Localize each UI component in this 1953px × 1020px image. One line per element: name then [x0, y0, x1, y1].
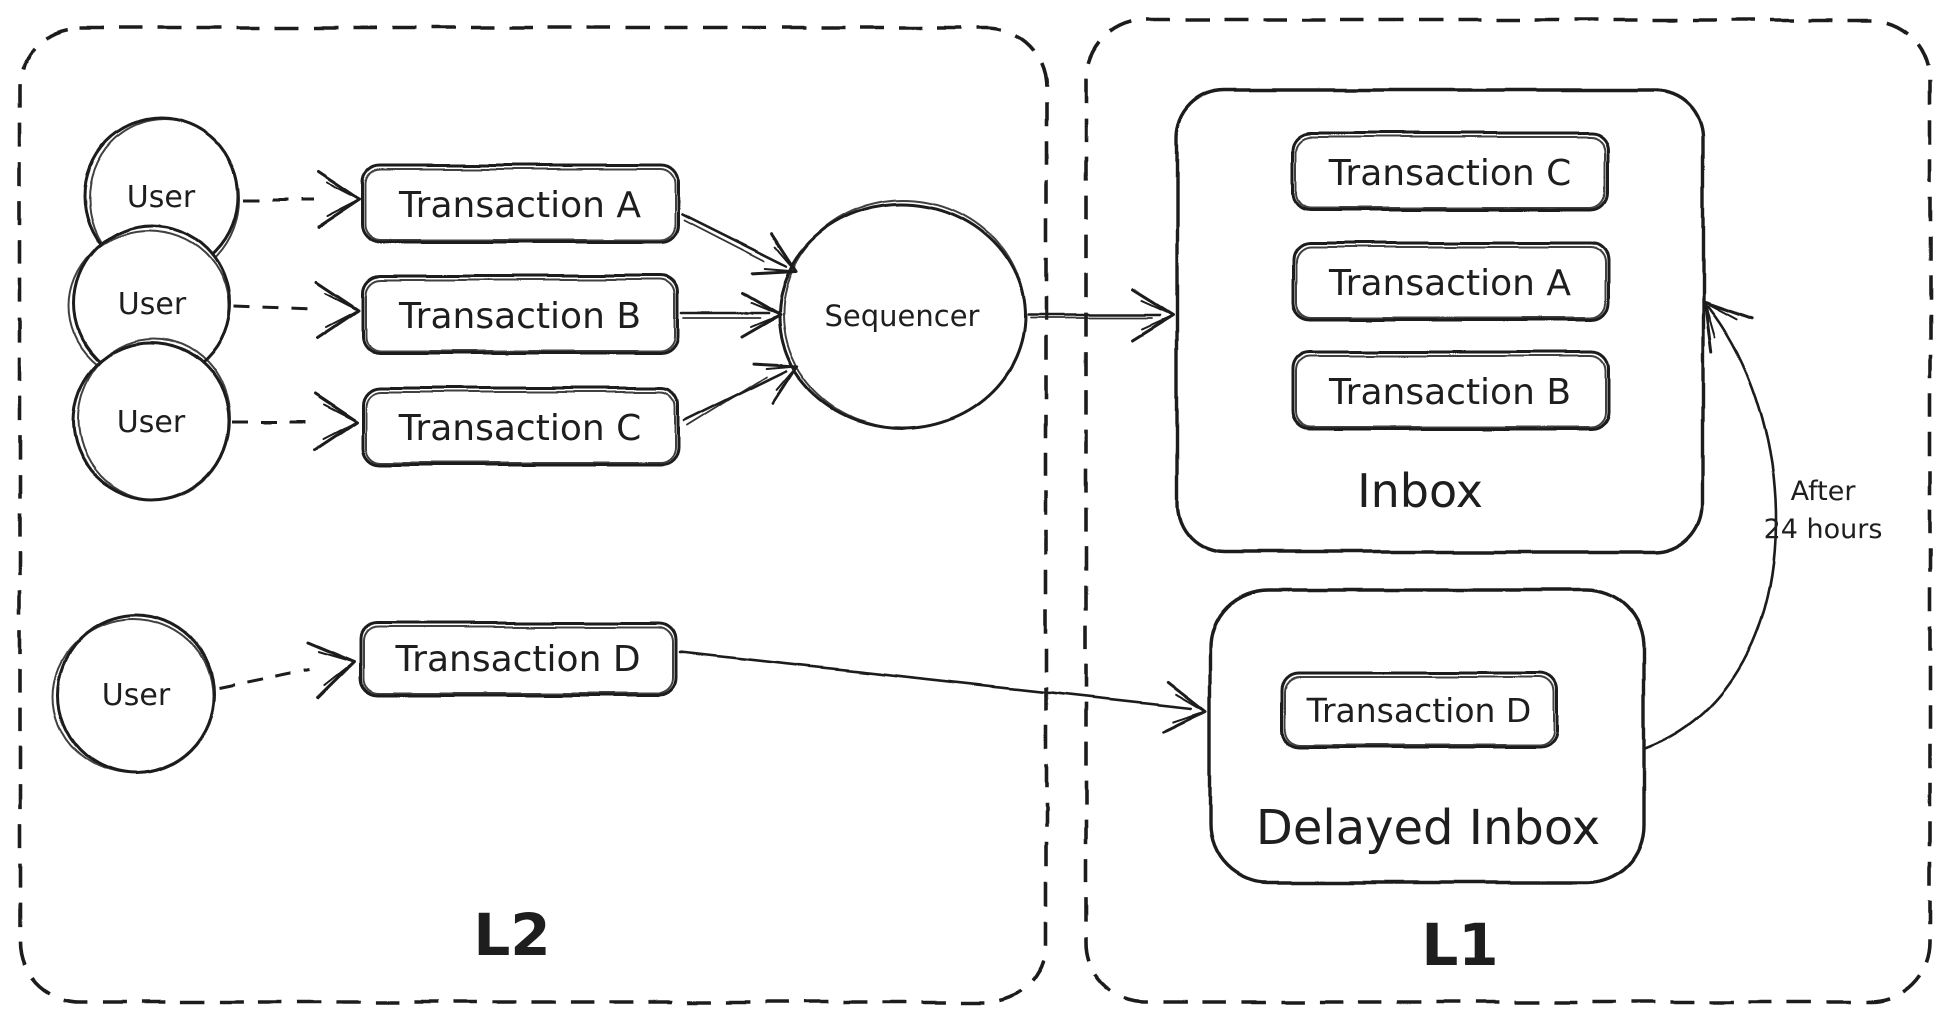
delayed-transaction-d-box [1280, 671, 1559, 749]
user2-to-txb-dashed-line [233, 304, 315, 311]
txd-to-delayed-inbox-line [678, 650, 1194, 710]
transaction-a-box [361, 163, 680, 244]
l2-panel-label: L2 [473, 901, 550, 969]
user-4-label: User [102, 678, 171, 713]
transaction-a-box-sketch [365, 168, 676, 241]
transaction-b-label: Transaction B [398, 296, 641, 337]
transaction-d-box-sketch [362, 626, 674, 694]
delayed-transaction-d-box-sketch [1284, 676, 1555, 746]
user3-to-txc-arrowhead [313, 392, 359, 452]
transaction-a-label: Transaction A [398, 185, 641, 226]
inbox-title: Inbox [1357, 464, 1483, 518]
l1-panel-border [1084, 18, 1932, 1004]
user-3-circle-sketch [77, 337, 231, 501]
user-2-label: User [118, 287, 187, 322]
inbox-transaction-c-box [1291, 131, 1610, 212]
user4-to-txd-arrowhead [305, 641, 356, 699]
txb-to-sequencer-arrowhead [740, 291, 782, 339]
l2-panel-border [18, 26, 1048, 1004]
transaction-c-box [361, 386, 680, 467]
inbox-transaction-b-label: Transaction B [1328, 372, 1571, 413]
user1-to-txa-arrowhead [316, 170, 362, 230]
user-4-circle-sketch [52, 618, 214, 774]
txc-to-sequencer-line-sketch [686, 376, 767, 427]
inbox-transaction-a-box-sketch [1295, 246, 1606, 319]
delayed-inbox-title: Delayed Inbox [1256, 800, 1600, 856]
sequencer-circle-sketch [782, 199, 1026, 429]
delayed-transaction-d-label: Transaction D [1306, 691, 1532, 730]
txa-to-sequencer-arrowhead [750, 232, 798, 275]
delayed-to-inbox-arrowhead [1703, 300, 1754, 353]
transaction-d-box [358, 621, 678, 697]
transaction-d-label: Transaction D [394, 639, 640, 680]
delayed-to-inbox-curved-line [1643, 304, 1778, 750]
inbox-transaction-c-label: Transaction C [1328, 153, 1572, 194]
user4-to-txd-dashed-line [218, 667, 311, 690]
inbox-transaction-b-box-sketch [1295, 355, 1606, 428]
delay-annotation-line1: After [1791, 476, 1857, 507]
inbox-transaction-a-box [1291, 241, 1610, 322]
user-3-label: User [117, 405, 186, 440]
txa-to-sequencer-line-sketch [683, 219, 765, 262]
delay-annotation-line2: 24 hours [1764, 514, 1883, 545]
transaction-b-box [361, 274, 680, 355]
inbox-transaction-c-box-sketch [1295, 136, 1606, 209]
transaction-b-box-sketch [365, 279, 676, 352]
txc-to-sequencer-arrowhead [751, 362, 799, 405]
inbox-transaction-a-label: Transaction A [1328, 263, 1571, 304]
sequencer-to-inbox-arrowhead [1131, 288, 1175, 342]
user2-to-txb-arrowhead [315, 280, 361, 340]
inbox-transaction-b-box [1291, 350, 1610, 431]
l1-panel-label: L1 [1421, 911, 1498, 979]
txa-to-sequencer-line [680, 212, 788, 268]
diagram-labels: User User User User Transaction A Transa… [102, 153, 1883, 979]
transaction-c-box-sketch [365, 391, 676, 464]
sequencer-label: Sequencer [825, 299, 980, 333]
txd-to-delayed-inbox-arrowhead [1162, 680, 1208, 734]
transaction-c-label: Transaction C [398, 408, 642, 449]
user-1-label: User [127, 180, 196, 215]
